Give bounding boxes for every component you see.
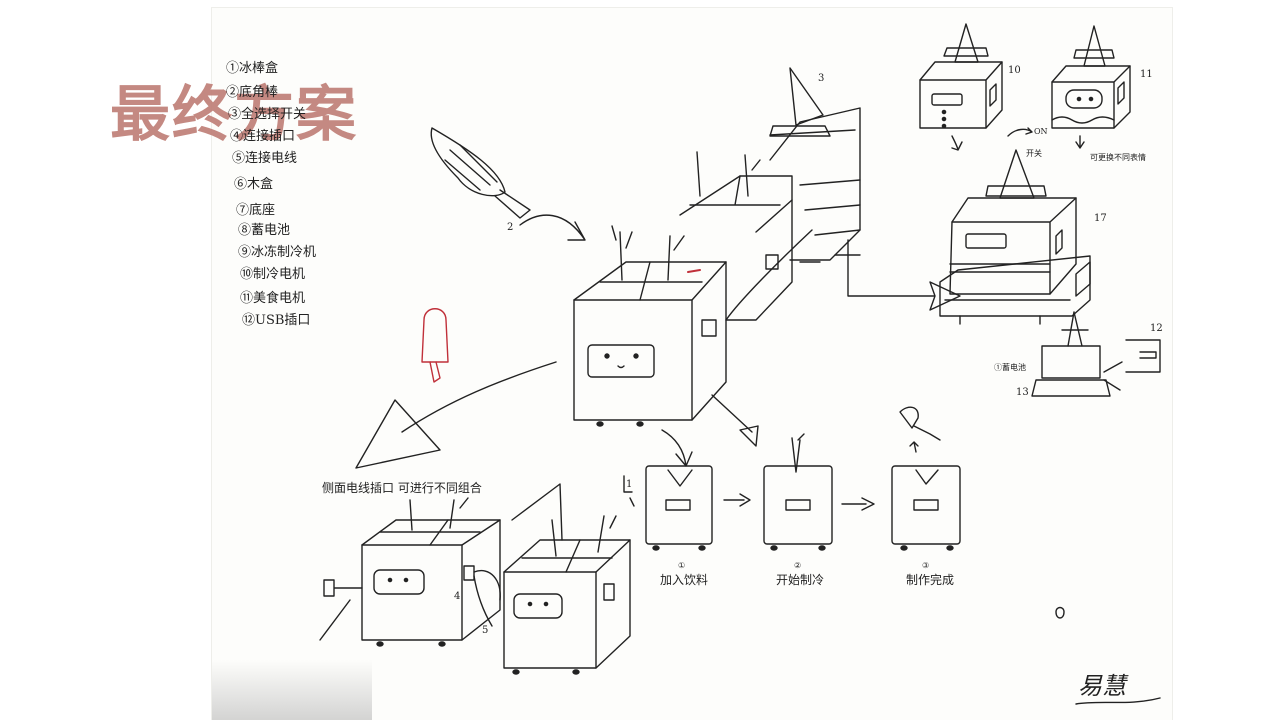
down-arrow-1: [951, 135, 963, 151]
callout-2: 2: [507, 222, 514, 233]
combo-unit-right: [473, 483, 631, 675]
slide-title: 最终方案: [110, 80, 358, 150]
side-combination-caption: 侧面电线插口 可进行不同组合: [322, 481, 482, 495]
callout-13: 13: [1016, 387, 1029, 398]
step-caption-2: 开始制冷: [776, 573, 825, 587]
callout-17: 17: [1094, 213, 1107, 224]
scan-shadow: [212, 660, 372, 720]
callout-12: 12: [1150, 323, 1163, 334]
on-label: ON: [1034, 127, 1048, 136]
legend-item-2: ②底角棒: [226, 85, 279, 100]
legend-item-3: ③全选择开关: [228, 107, 307, 122]
rear-unit-with-cone: [769, 67, 861, 263]
legend-item-11: ⑪美食电机: [240, 291, 306, 306]
main-unit: [573, 225, 727, 427]
down-arrow-2: [1075, 135, 1085, 149]
step-number-3: ③: [922, 561, 930, 570]
callout-10: 10: [1008, 65, 1021, 76]
step-unit-3: [891, 406, 961, 551]
callout-5: 5: [482, 625, 489, 636]
down-right-arrow: [711, 394, 759, 447]
step-arrow-1: [723, 493, 751, 507]
legend-item-1: ①冰棒盒: [226, 61, 279, 76]
curved-arrow-2: [661, 429, 693, 467]
cone-unit-10: [919, 23, 1003, 129]
battery-label: ①蓄电池: [994, 363, 1026, 372]
legend-item-12: ⑫USB插口: [242, 313, 311, 328]
middle-unit: [679, 151, 813, 321]
signature-underline: [1075, 697, 1161, 705]
artist-signature: 易慧: [1078, 672, 1126, 700]
right-arrow: [847, 239, 961, 311]
legend-item-4: ④连接插口: [230, 129, 296, 144]
callout-1: 1: [626, 479, 633, 490]
step-number-2: ②: [794, 561, 802, 570]
step-arrow-2: [841, 497, 875, 511]
step-unit-2: [763, 433, 833, 551]
step-unit-1: [623, 465, 713, 551]
red-popsicle-icon: [421, 308, 449, 383]
callout-3: 3: [818, 73, 825, 84]
swap-face-label: 可更换不同表情: [1090, 153, 1146, 162]
switch-label: 开关: [1026, 149, 1042, 158]
small-mark-icon: [1055, 606, 1065, 619]
step-caption-3: 制作完成: [906, 573, 955, 587]
curved-arrow-1: [519, 214, 586, 241]
legend-item-9: ⑨冰冻制冷机: [238, 245, 317, 260]
cone-unit-17: [939, 149, 1091, 325]
step-number-1: ①: [678, 561, 686, 570]
legend-item-7: ⑦底座: [236, 203, 276, 218]
legend-item-10: ⑩制冷电机: [240, 267, 306, 282]
cone-unit-11: [1051, 25, 1131, 129]
legend-item-5: ⑤连接电线: [232, 151, 298, 166]
legend-item-6: ⑥木盒: [234, 177, 274, 192]
callout-4: 4: [454, 591, 461, 602]
legend-item-8: ⑧蓄电池: [238, 223, 291, 238]
combo-unit-left: [319, 497, 501, 647]
step-caption-1: 加入饮料: [660, 573, 709, 587]
popsicle-icon: [430, 127, 531, 219]
big-diagonal-arrow: [355, 361, 557, 469]
cycle-arrow: [1007, 127, 1033, 137]
callout-11: 11: [1140, 69, 1153, 80]
small-unit-12: [1031, 311, 1161, 397]
